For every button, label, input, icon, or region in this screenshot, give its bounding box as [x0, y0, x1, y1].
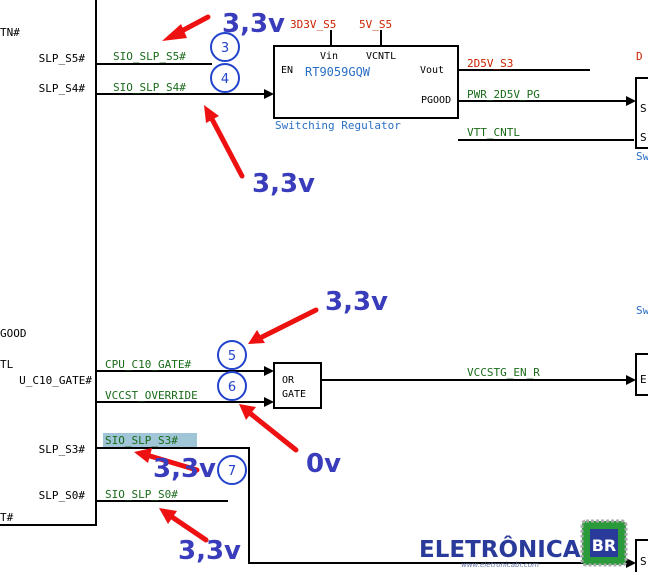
- wire-slp-s4-arrowhead: [264, 89, 274, 99]
- right-switch-partial-2: S: [640, 131, 647, 144]
- right-red-partial: D: [636, 50, 643, 63]
- regulator-caption: Switching Regulator: [275, 119, 401, 132]
- svg-text:4: 4: [221, 72, 229, 87]
- right-block-2-partial: E: [640, 373, 647, 386]
- regulator-block: [273, 45, 459, 119]
- right-switch-block-1: [635, 77, 648, 149]
- net-vccstg-en-r: VCCSTG_EN_R: [467, 366, 540, 379]
- arrow-to-vccst-override: [239, 404, 299, 453]
- pin-label-slp-s0: SLP_S0#: [39, 489, 86, 502]
- svg-text:www.eletronicabr.com: www.eletronicabr.com: [461, 561, 539, 569]
- voltage-annotation-mid: 3,3v: [252, 169, 315, 199]
- pin-label-c10-gate: U_C10_GATE#: [19, 374, 92, 387]
- pin-label-slp-s5: SLP_S5#: [39, 52, 86, 65]
- svg-text:7: 7: [228, 464, 236, 479]
- arrow-to-slp-s0: [159, 508, 209, 543]
- rail-3d3v-s5: 3D3V_S5: [290, 18, 336, 31]
- marker-6: 6: [217, 371, 247, 401]
- pin-label-t: T#: [0, 511, 14, 524]
- regulator-part-number: RT9059GQW: [305, 65, 371, 79]
- main-ic-outline: [0, 0, 97, 526]
- net-cpu-c10-gate: CPU_C10_GATE#: [105, 358, 191, 371]
- eletronicabr-logo: ELETRÔNICA BR www.eletronicabr.com: [419, 519, 628, 569]
- wire-slp-s3: [96, 447, 634, 564]
- marker-3: 3: [210, 32, 240, 62]
- voltage-annotation-0v: 0v: [306, 449, 341, 479]
- pin-label-slp-s4: SLP_S4#: [39, 82, 86, 95]
- or-gate-block: [273, 362, 322, 409]
- pin-label-good: GOOD: [0, 327, 27, 340]
- right-block-2: [635, 353, 648, 396]
- net-sio-slp-s0: SIO_SLP_S0#: [105, 488, 178, 501]
- net-pwr-2d5v-pg: PWR_2D5V_PG: [467, 88, 540, 101]
- regulator-pin-vcntl: VCNTL: [366, 51, 396, 62]
- pin-label-tl: TL: [0, 358, 14, 371]
- voltage-annotation-bottom: 3,3v: [178, 536, 241, 566]
- svg-text:6: 6: [228, 380, 236, 395]
- svg-text:BR: BR: [592, 536, 617, 555]
- voltage-annotation-s3: 3,3v: [153, 454, 216, 484]
- marker-5: 5: [217, 340, 247, 370]
- net-sio-slp-s3: SIO_SLP_S3#: [105, 434, 178, 447]
- regulator-pin-en: EN: [281, 65, 293, 76]
- arrow-to-c10-gate: [248, 307, 319, 344]
- wire-c10-arrowhead: [264, 366, 274, 376]
- svg-text:5: 5: [228, 349, 236, 364]
- arrow-to-slp-s3: [134, 448, 200, 473]
- svg-text:ELETRÔNICA: ELETRÔNICA: [419, 535, 581, 563]
- net-sio-slp-s5: SIO_SLP_S5#: [113, 50, 186, 63]
- right-switch-partial-1: S: [640, 102, 647, 115]
- marker-7: 7: [217, 455, 247, 485]
- net-sio-slp-s3-highlight: [103, 433, 197, 447]
- wire-vccstg-arrowhead: [626, 375, 636, 385]
- right-block-3: [635, 539, 648, 572]
- rail-5v-s5: 5V_S5: [359, 18, 392, 31]
- pin-label-slp-s3: SLP_S3#: [39, 443, 86, 456]
- arrow-to-slp-s5: [162, 14, 211, 41]
- or-gate-label-1: OR: [282, 375, 295, 386]
- net-vtt-cntl: VTT_CNTL: [467, 126, 520, 139]
- regulator-pin-pgood: PGOOD: [421, 95, 451, 106]
- svg-text:3: 3: [221, 41, 229, 56]
- regulator-pin-vin: Vin: [320, 51, 338, 62]
- right-block-3-partial: S: [640, 555, 647, 568]
- right-switch-caption-2: Sw: [636, 304, 648, 317]
- right-switch-caption-1: Sw: [636, 150, 648, 163]
- voltage-annotation-right: 3,3v: [325, 287, 388, 317]
- wire-slp-s3-arrowhead: [626, 558, 636, 568]
- net-vccst-override: VCCST_OVERRIDE: [105, 389, 198, 402]
- voltage-annotation-top: 3,3v: [222, 9, 285, 39]
- wire-pg-arrowhead: [626, 96, 636, 106]
- net-sio-slp-s4: SIO_SLP_S4#: [113, 81, 186, 94]
- wire-vccst-arrowhead: [264, 397, 274, 407]
- marker-4: 4: [210, 63, 240, 93]
- regulator-pin-vout: Vout: [420, 65, 444, 76]
- net-2d5v-s3: 2D5V_S3: [467, 57, 513, 70]
- pin-label-tn: TN#: [0, 26, 20, 39]
- or-gate-label-2: GATE: [282, 389, 306, 400]
- arrow-to-slp-s4: [204, 105, 245, 179]
